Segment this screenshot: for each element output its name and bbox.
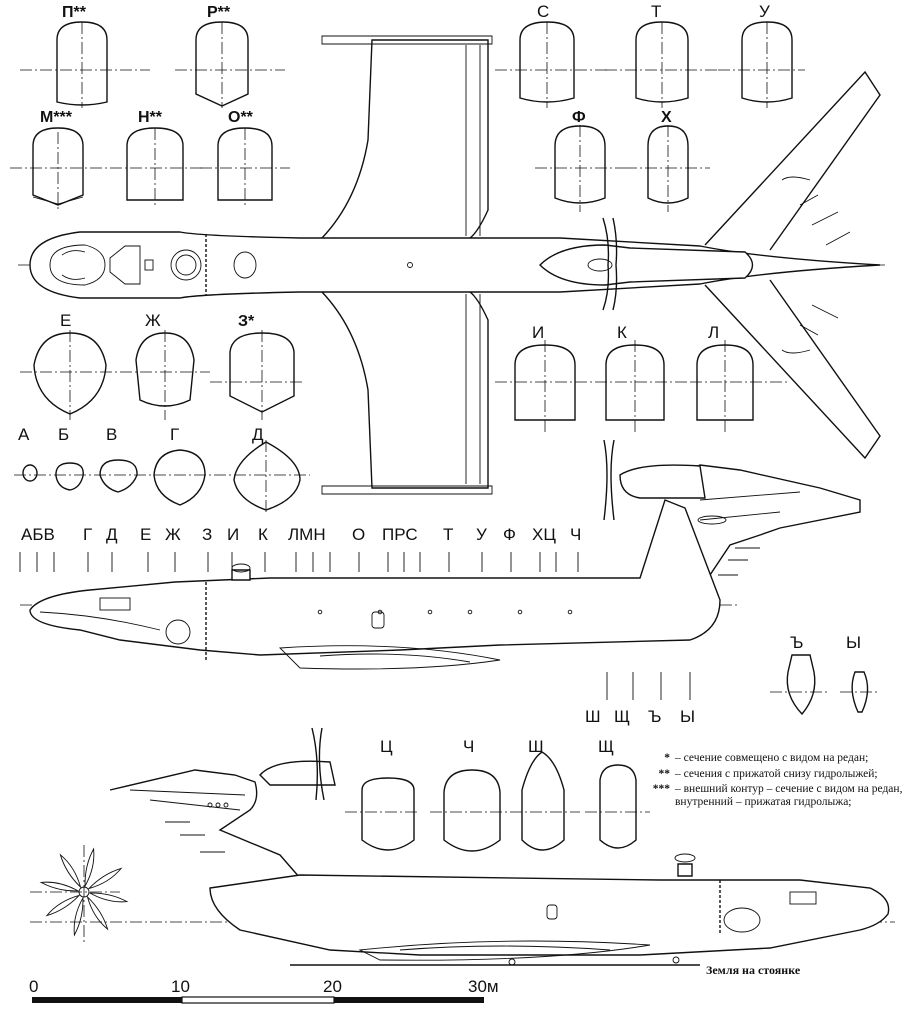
station-label: З [202, 525, 212, 544]
note-text: – сечения с прижатой снизу гидролыжей; [675, 767, 878, 780]
station-label: У [476, 525, 487, 544]
label-section-zh: Ж [145, 311, 161, 330]
station-label: Т [443, 525, 453, 544]
section-l [690, 340, 790, 432]
label-section-ts: Ц [380, 737, 393, 756]
station-label: АБВ [21, 525, 55, 544]
label-nose-b: Б [58, 425, 69, 444]
section-h [625, 125, 710, 212]
label-section-f: Ф [572, 109, 586, 126]
label-section-t: Т [651, 2, 661, 21]
section-o [200, 127, 290, 208]
note-item: *** – внешний контур – сечение с видом н… [646, 783, 916, 808]
propeller-blade [86, 895, 109, 931]
aft-station-label: Ы [680, 707, 695, 726]
station-label: ЛМН [288, 525, 326, 544]
label-nose-d: Д [252, 425, 264, 444]
side-view-upper [20, 439, 861, 670]
section-n [110, 127, 205, 208]
station-label: ПРС [382, 525, 418, 544]
label-tail-y: Ы [846, 633, 861, 652]
section-zh [120, 330, 210, 420]
ground-label: Земля на стоянке [706, 963, 801, 977]
station-label: Г [83, 525, 92, 544]
label-section-e: Е [60, 311, 71, 330]
note-text: – внешний контур – сечение с видом на ре… [675, 783, 903, 808]
label-section-z: З* [238, 313, 255, 330]
label-section-s: С [537, 2, 549, 21]
label-section-h: Х [661, 109, 672, 126]
label-section-o: О** [228, 109, 254, 126]
section-z [210, 330, 305, 420]
station-marks [19, 552, 691, 700]
side-view-lower [30, 727, 895, 966]
note-mark: *** [652, 783, 670, 795]
tail-sections [770, 654, 880, 716]
label-section-u: У [759, 2, 770, 21]
label-section-shch: Щ [598, 737, 614, 756]
plan-view [18, 35, 885, 495]
propeller-blade [45, 894, 81, 917]
label-section-l: Л [708, 323, 719, 342]
station-label: Е [140, 525, 151, 544]
note-mark: ** [658, 767, 671, 780]
label-section-m: М*** [40, 109, 73, 126]
propeller-blade [87, 867, 123, 890]
scale-bar [32, 996, 484, 1004]
nose-sections [14, 440, 310, 512]
front-prop-view [30, 845, 129, 945]
propeller-blade [59, 853, 82, 889]
section-f [535, 125, 625, 212]
propeller-blade [39, 881, 80, 892]
station-label: И [227, 525, 239, 544]
scale-tick-30: 30м [468, 977, 499, 996]
note-item: ** – сечения с прижатой снизу гидролыжей… [646, 768, 916, 781]
label-section-i: И [532, 323, 544, 342]
note-text: – сечение совмещено с видом на редан; [675, 752, 869, 764]
label-section-sh: Ш [528, 737, 544, 756]
propeller-blade [88, 892, 129, 903]
station-label: Ж [165, 525, 181, 544]
station-label: Ф [503, 525, 516, 544]
section-u [718, 21, 805, 108]
label-nose-v: В [106, 425, 117, 444]
section-i [495, 340, 595, 432]
aft-station-label: Ш [585, 707, 601, 726]
section-e [20, 330, 120, 420]
lower-sections [345, 751, 650, 852]
label-section-k: К [617, 323, 627, 342]
notes-legend: * – сечение совмещено с видом на редан; … [646, 752, 916, 811]
label-tail-hard: Ъ [790, 633, 803, 652]
section-p [20, 21, 150, 108]
label-nose-a: А [18, 425, 30, 444]
aft-station-label: Щ [614, 707, 630, 726]
scale-tick-0: 0 [29, 977, 38, 996]
station-label: ХЦ [532, 525, 556, 544]
station-label: К [258, 525, 268, 544]
propeller-blade [73, 896, 84, 937]
label-nose-g: Г [170, 425, 179, 444]
label-section-r: Р** [207, 4, 231, 21]
station-label: Д [106, 525, 118, 544]
section-t [605, 21, 720, 108]
note-item: * – сечение совмещено с видом на редан; [646, 752, 916, 765]
section-k [595, 340, 690, 432]
aft-station-label: Ъ [648, 707, 661, 726]
section-s [495, 21, 610, 108]
section-m [10, 127, 110, 210]
scale-tick-10: 10 [171, 977, 190, 996]
label-section-n: Н** [138, 109, 163, 126]
station-label: О [352, 525, 365, 544]
scale-tick-20: 20 [323, 977, 342, 996]
section-r [175, 21, 285, 108]
label-section-ch: Ч [463, 737, 474, 756]
propeller-blade [84, 847, 95, 888]
note-mark: * [664, 752, 670, 764]
station-label: Ч [570, 525, 581, 544]
label-section-p: П** [62, 4, 87, 21]
